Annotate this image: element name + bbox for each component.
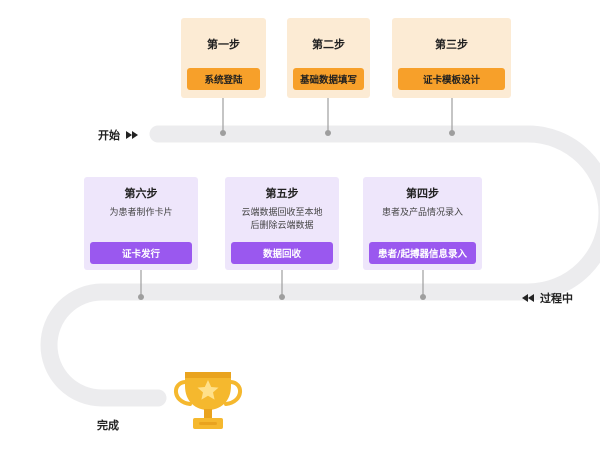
step-button-login[interactable]: 系统登陆 xyxy=(187,68,260,90)
step-description: 云端数据回收至本地 后删除云端数据 xyxy=(241,208,323,231)
double-triangle-left-icon xyxy=(522,294,534,302)
start-label-text: 开始 xyxy=(98,129,120,142)
dot-step3 xyxy=(449,130,455,136)
step-card-1: 第一步 系统登陆 xyxy=(181,18,266,98)
double-triangle-right-icon xyxy=(126,131,138,139)
connector-dots-bottom xyxy=(138,294,426,300)
step-description: 为患者制作卡片 xyxy=(109,208,173,218)
dot-step4 xyxy=(420,294,426,300)
connector-dots-top xyxy=(220,130,455,136)
finish-label-text: 完成 xyxy=(97,419,119,432)
connectors-top xyxy=(222,98,453,133)
dot-step5 xyxy=(279,294,285,300)
step-title: 第四步 xyxy=(406,187,439,200)
connectors-bottom xyxy=(140,270,424,297)
step-button-card-issue[interactable]: 证卡发行 xyxy=(90,242,192,264)
step-card-2: 第二步 基础数据填写 xyxy=(287,18,370,98)
step-card-3: 第三步 证卡模板设计 xyxy=(392,18,511,98)
dot-step1 xyxy=(220,130,226,136)
dot-step2 xyxy=(325,130,331,136)
step-title: 第一步 xyxy=(207,38,240,51)
middle-label: 过程中 xyxy=(522,290,573,306)
step-title: 第三步 xyxy=(435,38,468,51)
finish-label: 完成 xyxy=(97,417,119,433)
step-title: 第六步 xyxy=(124,187,158,200)
step-button-template-design[interactable]: 证卡模板设计 xyxy=(398,68,505,90)
dot-step6 xyxy=(138,294,144,300)
step-button-data-recovery[interactable]: 数据回收 xyxy=(231,242,333,264)
start-label: 开始 xyxy=(98,127,138,143)
step-title: 第五步 xyxy=(265,187,299,200)
track-path xyxy=(40,125,600,407)
trophy-star-icon xyxy=(174,372,242,429)
step-title: 第二步 xyxy=(312,38,345,51)
step-button-patient-info[interactable]: 患者/起搏器信息录入 xyxy=(369,242,476,264)
step-card-5: 第五步 云端数据回收至本地 后删除云端数据 数据回收 xyxy=(225,177,339,270)
step-card-4: 第四步 患者及产品情况录入 患者/起搏器信息录入 xyxy=(363,177,482,270)
step-button-basic-data[interactable]: 基础数据填写 xyxy=(293,68,364,90)
middle-label-text: 过程中 xyxy=(540,292,573,305)
step-card-6: 第六步 为患者制作卡片 证卡发行 xyxy=(84,177,198,270)
step-description: 患者及产品情况录入 xyxy=(381,208,463,218)
